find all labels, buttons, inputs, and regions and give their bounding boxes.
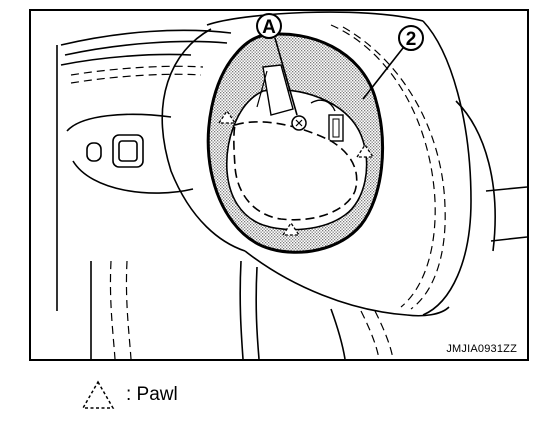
callout-2: 2 [362, 25, 424, 100]
callout-2-label: 2 [406, 29, 417, 50]
pawl-marker-bottom [281, 221, 301, 236]
legend-text: : Pawl [126, 384, 178, 405]
screw-icon [291, 115, 307, 131]
lower-structure [90, 260, 346, 359]
trim-panel-outline [56, 11, 527, 317]
side-switch [86, 134, 144, 168]
callout-a: A [256, 13, 298, 116]
pawl-marker-right [355, 143, 375, 158]
pawl-markers [217, 109, 375, 236]
shell-hidden-lines [70, 24, 446, 359]
pawl-triangle-icon [81, 380, 115, 409]
diagram-frame: A 2 JMJIA0931ZZ [29, 9, 529, 361]
figure-code: JMJIA0931ZZ [446, 343, 517, 355]
pawl-marker-left [217, 109, 237, 124]
lamp-lens-hidden [233, 121, 358, 221]
callout-a-label: A [262, 17, 276, 38]
legend: : Pawl [80, 378, 178, 412]
diagram-illustration: A 2 [56, 11, 527, 359]
